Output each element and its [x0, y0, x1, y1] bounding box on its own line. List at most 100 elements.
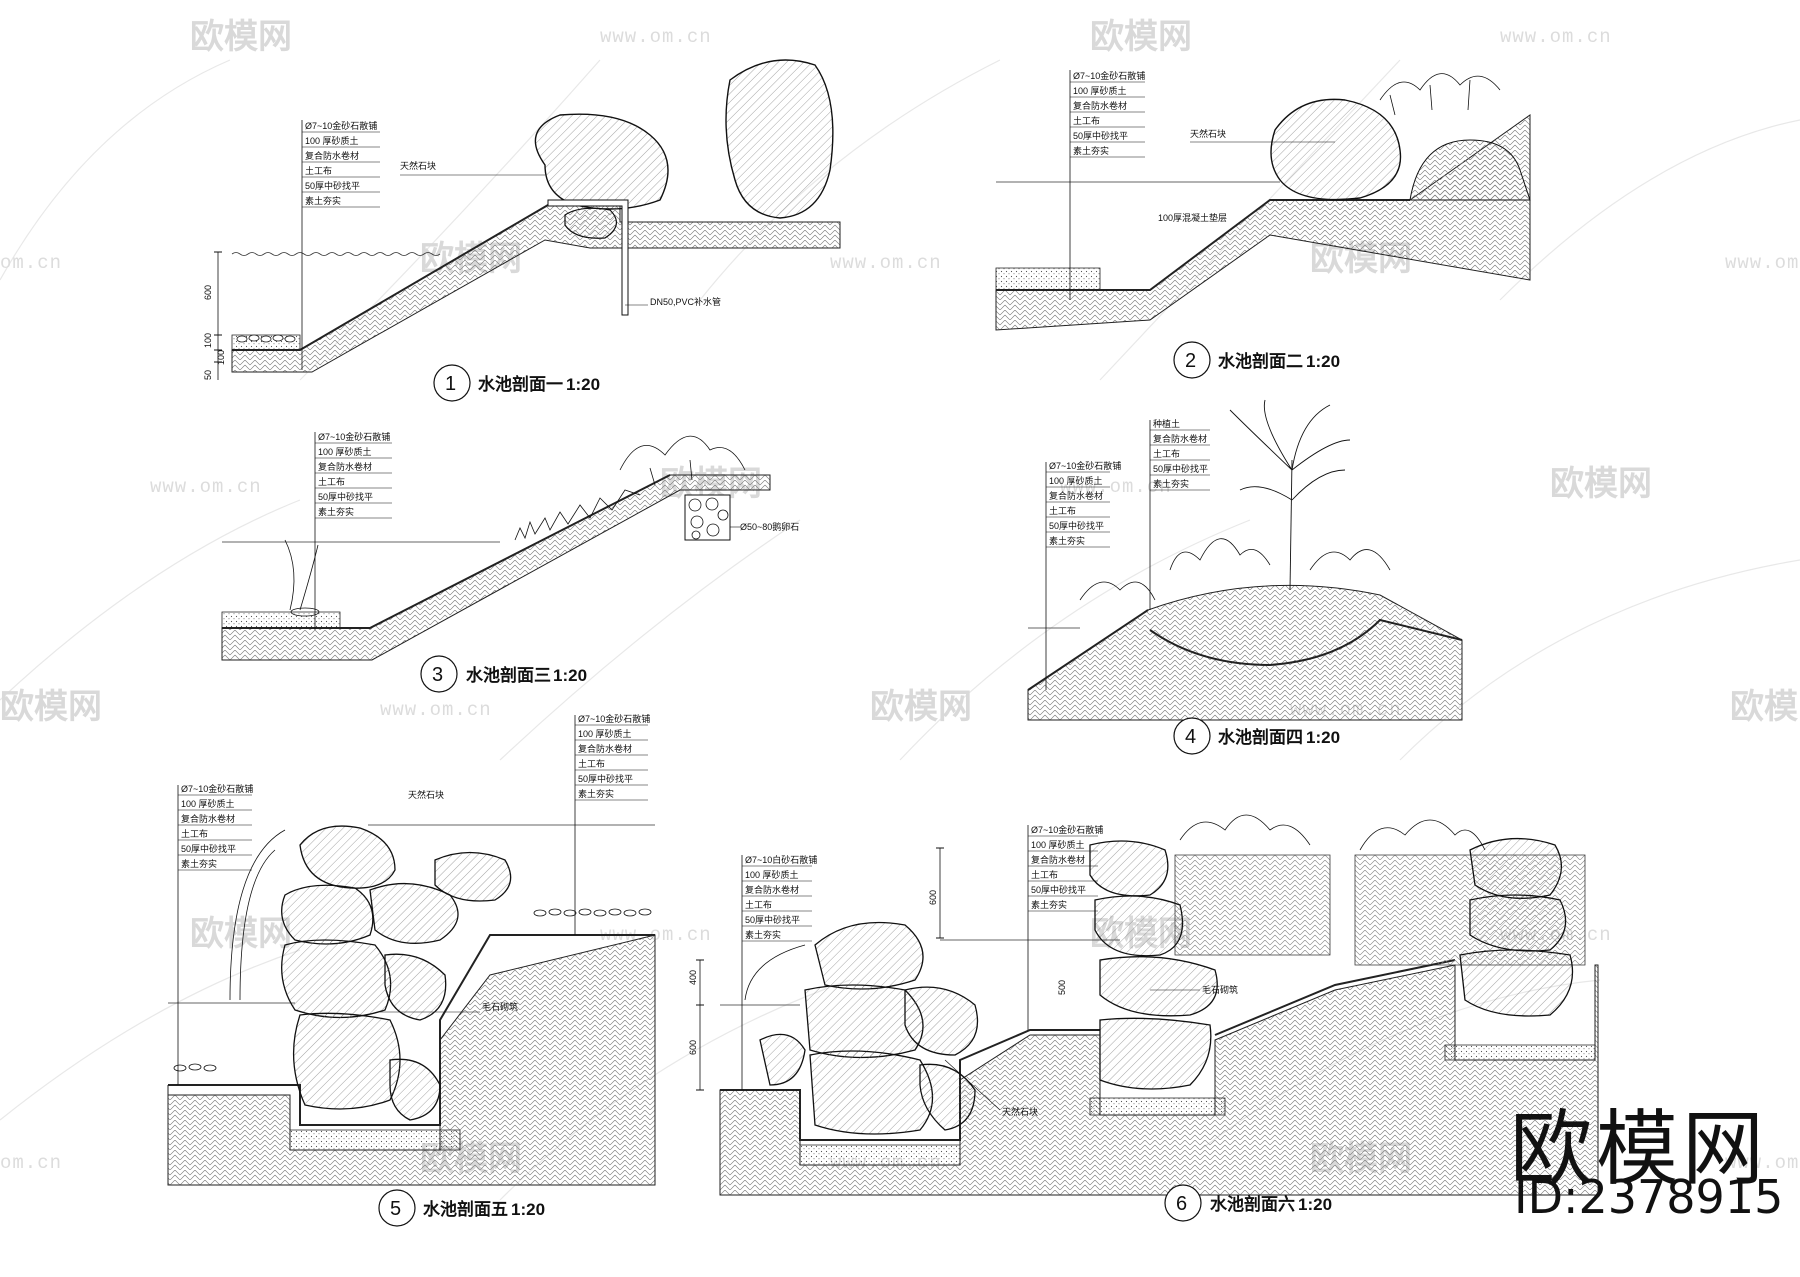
layer-mortar-label: 50厚中砂找平: [318, 491, 373, 502]
section-scale: 1:20: [1298, 1195, 1332, 1214]
section-scale: 1:20: [1306, 728, 1340, 747]
rock-leader: [944, 1059, 1001, 1111]
layer-soil-label: 素土夯实: [1049, 535, 1085, 546]
layer-callout: Ø7~10金砂石散铺 100 厚砂质土 复合防水卷材 土工布 50厚中砂找平 素…: [1070, 70, 1145, 158]
layer-geo-label: 土工布: [1153, 448, 1180, 459]
pipe-label: DN50,PVC补水管: [650, 296, 721, 307]
pebbles: [688, 497, 729, 540]
layer-membrane-label: 复合防水卷材: [318, 461, 372, 472]
waterfall-flow: [744, 944, 806, 1001]
watermark-brand: 欧模网: [1090, 18, 1192, 56]
layer-callout: Ø7~10金砂石散铺 100 厚砂质土 复合防水卷材 土工布 50厚中砂找平 素…: [575, 713, 650, 801]
layer-sandy-label: 100 厚砂质土: [1031, 839, 1085, 850]
natural-rock: [564, 207, 617, 239]
layer-soil-label: 素土夯实: [318, 506, 354, 517]
layer-gravel-label: Ø7~10金砂石散铺: [318, 431, 390, 442]
watermark-brand: 欧模网: [1730, 688, 1800, 726]
layer-callout: Ø7~10金砂石散铺 100 厚砂质土 复合防水卷材 土工布 50厚中砂找平 素…: [1046, 460, 1121, 548]
layer-geo-label: 土工布: [1031, 869, 1058, 880]
rock-label: 天然石块: [400, 160, 436, 171]
rock-label: 天然石块: [408, 789, 444, 800]
planting-mound: [1409, 139, 1531, 201]
layer-membrane-label: 复合防水卷材: [305, 150, 359, 161]
watermark-url: www.om.cn: [1060, 476, 1172, 498]
layer-mortar-label: 50厚中砂找平: [1031, 884, 1086, 895]
watermark-url: www.om.cn: [1500, 26, 1612, 48]
section-5: Ø7~10金砂石散铺 100 厚砂质土 复合防水卷材 土工布 50厚中砂找平 素…: [167, 713, 656, 1227]
layer-sandy-label: 100 厚砂质土: [1049, 475, 1103, 486]
shrub: [1079, 538, 1391, 601]
layer-mortar-label: 50厚中砂找平: [578, 773, 633, 784]
layer-membrane-label: 复合防水卷材: [1049, 490, 1103, 501]
section-number: 5: [390, 1198, 401, 1220]
natural-rock: [1270, 98, 1402, 201]
layer-mortar-label: 50厚中砂找平: [1153, 463, 1208, 474]
brand-logo-text: 欧模网: [1510, 1102, 1769, 1197]
layer-gravel-label: Ø7~10金砂石散铺: [578, 713, 650, 724]
dim-600-upper: 600: [928, 890, 938, 905]
soil-ground: [231, 204, 841, 373]
stone-label: Ø50~80鹅卵石: [740, 521, 799, 532]
layer-membrane-label: 复合防水卷材: [578, 743, 632, 754]
layer-soil-label: 素土夯实: [1073, 145, 1109, 156]
section-number-badge: [1164, 1184, 1202, 1222]
layer-mortar-label: 50厚中砂找平: [181, 843, 236, 854]
layer-geo-label: 土工布: [578, 758, 605, 769]
watermark-url: www.om.cn: [830, 252, 942, 274]
layer-callout-top: 种植土 复合防水卷材 土工布 50厚中砂找平 素土夯实: [1150, 418, 1210, 491]
layer-membrane-label: 复合防水卷材: [181, 813, 235, 824]
layer-geo-label: 土工布: [318, 476, 345, 487]
section-number-badge: [1173, 717, 1211, 755]
layer-soil-label: 素土夯实: [181, 858, 217, 869]
layer-geo-label: 土工布: [745, 899, 772, 910]
layer-sandy-label: 100 厚砂质土: [745, 869, 799, 880]
watermark-url: om.cn: [0, 252, 62, 274]
layer-geo-label: 土工布: [181, 828, 208, 839]
watermark-brand: 欧模网: [1550, 465, 1652, 503]
section-title: 水池剖面五: [423, 1199, 508, 1219]
layer-sandy-label: 100 厚砂质土: [305, 135, 359, 146]
section-number-badge: [420, 655, 458, 693]
concrete-base: [799, 1044, 1596, 1166]
watermark-url: www.om.cn: [600, 26, 712, 48]
section-6: 600 400 600 500 Ø7~10白砂石散铺 100 厚砂质土 复合防水…: [688, 814, 1599, 1222]
dim-50: 50: [203, 370, 213, 380]
dim-600-lower: 600: [688, 1040, 698, 1055]
layer-membrane-label: 复合防水卷材: [1073, 100, 1127, 111]
wall-label: 毛石砌筑: [482, 1001, 518, 1012]
rock-label: 天然石块: [1002, 1106, 1038, 1117]
layer-callout: Ø7~10白砂石散铺 100 厚砂质土 复合防水卷材 土工布 50厚中砂找平 素…: [742, 854, 817, 942]
section-title: 水池剖面二: [1218, 351, 1303, 371]
section-number: 3: [432, 664, 443, 686]
wall-label: 毛石砌筑: [1202, 984, 1238, 995]
layer-gravel-label: Ø7~10金砂石散铺: [1073, 70, 1145, 81]
section-1: Ø7~10金砂石散铺 100 厚砂质土 复合防水卷材 土工布 50厚中砂找平 素…: [203, 59, 841, 402]
shrub: [619, 435, 746, 486]
section-scale: 1:20: [553, 666, 587, 685]
watermark-brand: 欧模网: [190, 18, 292, 56]
dim-100: 100: [203, 333, 213, 348]
soil-ground: [1027, 584, 1463, 721]
palm-plant: [1229, 399, 1351, 591]
concrete-base: [289, 1129, 461, 1151]
layer-sandy-label: 100 厚砂质土: [1073, 85, 1127, 96]
layer-sandy-label: 100 厚砂质土: [318, 446, 372, 457]
membrane-layer: [1027, 609, 1463, 691]
layer-topsoil-label: 种植土: [1153, 418, 1180, 429]
pebbles: [173, 908, 652, 1072]
section-number-badge: [433, 364, 471, 402]
watermark-brand: 欧模网: [190, 915, 292, 953]
section-title: 水池剖面一: [478, 374, 563, 394]
layer-mortar-label: 50厚中砂找平: [1073, 130, 1128, 141]
layer-callout: Ø7~10金砂石散铺 100 厚砂质土 复合防水卷材 土工布 50厚中砂找平 素…: [1028, 824, 1103, 912]
layer-gravel-label: Ø7~10金砂石散铺: [181, 783, 253, 794]
layer-geo-label: 土工布: [1049, 505, 1076, 516]
membrane-layer: [720, 959, 1456, 1141]
water-surface: [231, 252, 441, 256]
section-number: 2: [1185, 350, 1196, 372]
pvc-pipe: [547, 199, 629, 316]
layer-callout: Ø7~10金砂石散铺 100 厚砂质土 复合防水卷材 土工布 50厚中砂找平 素…: [302, 120, 380, 208]
section-number-badge: [378, 1189, 416, 1227]
natural-rock: [725, 59, 834, 219]
